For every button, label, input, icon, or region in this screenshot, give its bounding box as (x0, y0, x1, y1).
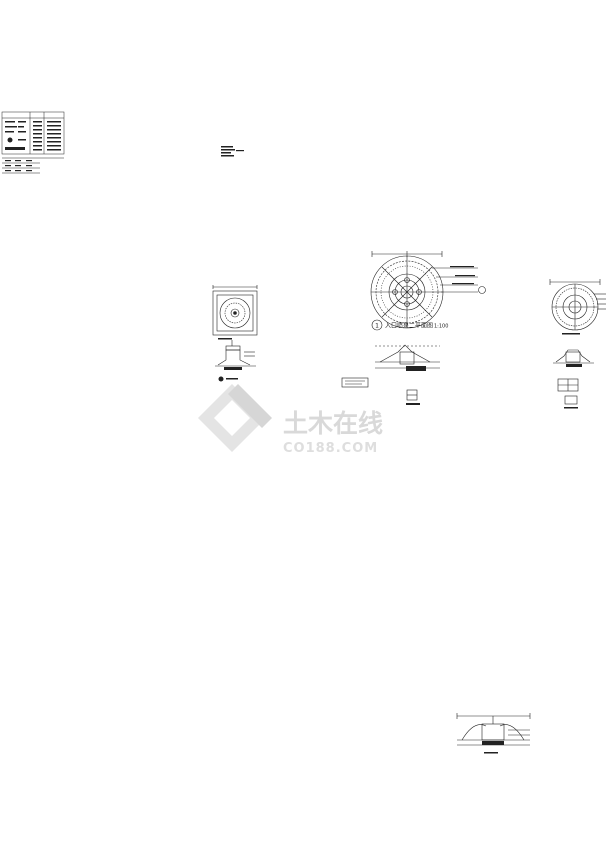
watermark: 土木在线 CO188.COM (198, 384, 383, 456)
plan-title: 入口喷泉二平面图 (385, 322, 433, 330)
key-notes-block (221, 146, 244, 157)
fountain-plan-square (212, 285, 258, 340)
plan-scale: 1:100 (434, 324, 448, 330)
watermark-logo-icon (198, 384, 272, 452)
fountain-plan-main: 1 入口喷泉二平面图 1:100 (370, 251, 486, 331)
section-elevation-bottom (456, 713, 531, 754)
plan-index-label: 1 (375, 323, 379, 330)
section-elevation-main (341, 344, 440, 405)
fountain-plan-right (549, 279, 606, 335)
watermark-brand-en: CO188.COM (283, 441, 378, 456)
legend-table (1, 111, 65, 174)
plan-index-marker-icon (371, 319, 383, 331)
section-detail-right (553, 349, 594, 409)
section-detail-left (215, 340, 256, 382)
watermark-brand-cn: 土木在线 (283, 409, 383, 438)
